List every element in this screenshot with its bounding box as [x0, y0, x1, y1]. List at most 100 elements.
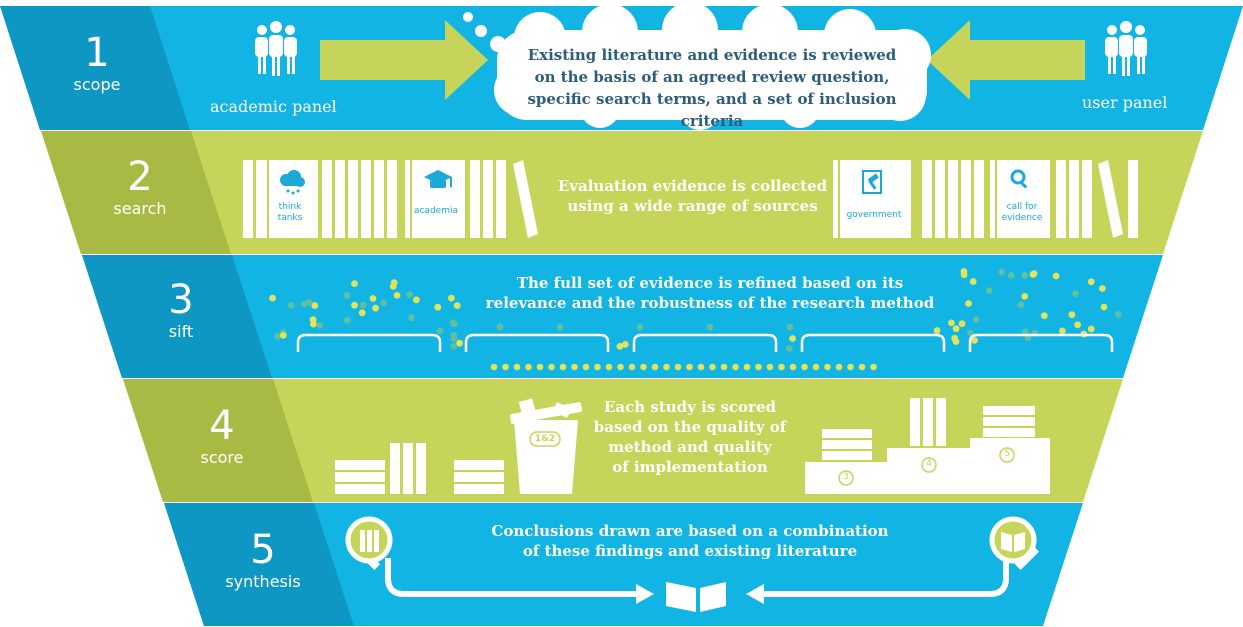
synthesis-description: Conclusions drawn are based on a combina… — [470, 521, 910, 561]
scope-description-line: specific search terms, and a set of incl… — [527, 90, 897, 130]
band-scope-side — [0, 6, 190, 130]
evidence-dot — [969, 278, 977, 285]
refined-evidence-dot — [789, 363, 797, 371]
scope-description: Existing literature and evidence is revi… — [497, 44, 927, 132]
score-description-line: based on the quality of — [593, 418, 787, 436]
evidence-dot — [1017, 301, 1025, 309]
book-stack-left — [335, 443, 504, 494]
source-label-government: government — [846, 210, 902, 220]
refined-evidence-dot — [663, 363, 670, 371]
evidence-dot — [1074, 321, 1081, 329]
evidence-dot — [311, 302, 319, 309]
books-icon — [345, 516, 393, 564]
evidence-dot — [448, 294, 455, 302]
evidence-dot — [1058, 327, 1066, 335]
evidence-dot — [706, 323, 714, 331]
evidence-dot — [393, 292, 401, 299]
evidence-dot — [343, 316, 351, 324]
book-government — [833, 160, 911, 238]
evidence-dot — [372, 304, 379, 312]
bookshelf-left — [243, 160, 538, 238]
evidence-dot — [1068, 311, 1076, 319]
evidence-dot — [1052, 272, 1060, 280]
refined-evidence-dot — [548, 363, 555, 371]
refined-evidence-dot — [835, 363, 843, 371]
synthesis-description-line: Conclusions drawn are based on a combina… — [491, 522, 889, 540]
evidence-dot — [389, 283, 397, 290]
band-score-side — [123, 379, 313, 502]
refined-evidence-dot — [559, 363, 567, 371]
refined-evidence-dot — [536, 363, 544, 371]
evidence-dot — [789, 335, 796, 342]
cloud-icon — [280, 170, 305, 195]
evidence-dot — [434, 303, 442, 311]
book-call-for-evidence — [990, 160, 1050, 238]
refined-evidence-dot — [755, 363, 762, 371]
synthesis-description-line: of these findings and existing literatur… — [522, 542, 858, 560]
evidence-dot — [1022, 328, 1029, 336]
refined-evidence-dot — [870, 363, 877, 371]
evidence-dot — [456, 339, 463, 347]
sift-description: The full set of evidence is refined base… — [470, 273, 950, 313]
evidence-dot — [279, 332, 287, 339]
evidence-dot — [274, 332, 281, 340]
score-description-line: of implementation — [612, 458, 768, 476]
evidence-dot — [450, 320, 458, 328]
refined-evidence-dot — [571, 363, 578, 371]
evidence-dot — [269, 294, 276, 302]
band-search-side — [41, 131, 231, 254]
refined-evidence-dot — [582, 363, 590, 371]
scope-description-line: Existing literature and evidence is revi… — [527, 46, 897, 64]
evidence-dot — [1100, 303, 1108, 311]
evidence-dot — [358, 309, 366, 317]
evidence-dot — [621, 341, 629, 348]
source-label-academia: academia — [413, 206, 458, 216]
refined-evidence-dot — [732, 363, 739, 371]
evidence-dot — [1087, 325, 1095, 333]
evidence-dot — [1021, 293, 1029, 300]
step-label-search: search — [113, 199, 167, 218]
refined-evidence-dot — [490, 363, 498, 371]
evidence-dots — [269, 268, 1122, 352]
open-book-icon — [666, 582, 726, 612]
evidence-dot — [351, 280, 358, 287]
evidence-dot — [556, 323, 564, 331]
search-description-line: Evaluation evidence is collected — [557, 177, 828, 195]
refined-evidence-dot — [743, 363, 751, 371]
score-description: Each study is scored based on the qualit… — [585, 397, 795, 477]
evidence-dot — [450, 335, 458, 342]
evidence-dot — [369, 295, 377, 302]
podium — [805, 398, 1050, 494]
evidence-dot — [1040, 312, 1048, 320]
evidence-dot — [310, 320, 317, 328]
evidence-dot — [965, 300, 972, 307]
thought-cloud — [463, 2, 931, 130]
step-label-scope: scope — [73, 75, 121, 94]
evidence-dot — [380, 299, 388, 307]
evidence-dot — [450, 342, 458, 350]
evidence-dot — [636, 323, 644, 331]
refined-evidence-dot — [858, 363, 866, 371]
evidence-dot — [1072, 290, 1079, 297]
podium-rank-3: 3 — [843, 472, 849, 482]
user-panel-label: user panel — [1082, 93, 1168, 112]
evidence-dot — [1007, 272, 1015, 279]
evidence-dot — [1021, 271, 1029, 279]
bin-label: 1&2 — [534, 434, 556, 444]
search-description-line: using a wide range of sources — [567, 197, 818, 215]
podium-rank-5: 5 — [1004, 449, 1010, 459]
evidence-dot — [948, 319, 955, 327]
evidence-dot — [496, 323, 504, 331]
graduation-cap-icon — [424, 170, 452, 188]
refined-evidence-dot — [502, 363, 509, 371]
evidence-dot — [1114, 311, 1122, 318]
evidence-dot — [305, 299, 313, 306]
evidence-dot — [359, 301, 367, 309]
academic-panel-label: academic panel — [210, 97, 337, 116]
refined-evidence-dot — [847, 363, 854, 371]
evidence-dot — [786, 323, 794, 331]
evidence-dot — [1099, 285, 1106, 292]
refined-evidence-dot — [674, 363, 682, 371]
